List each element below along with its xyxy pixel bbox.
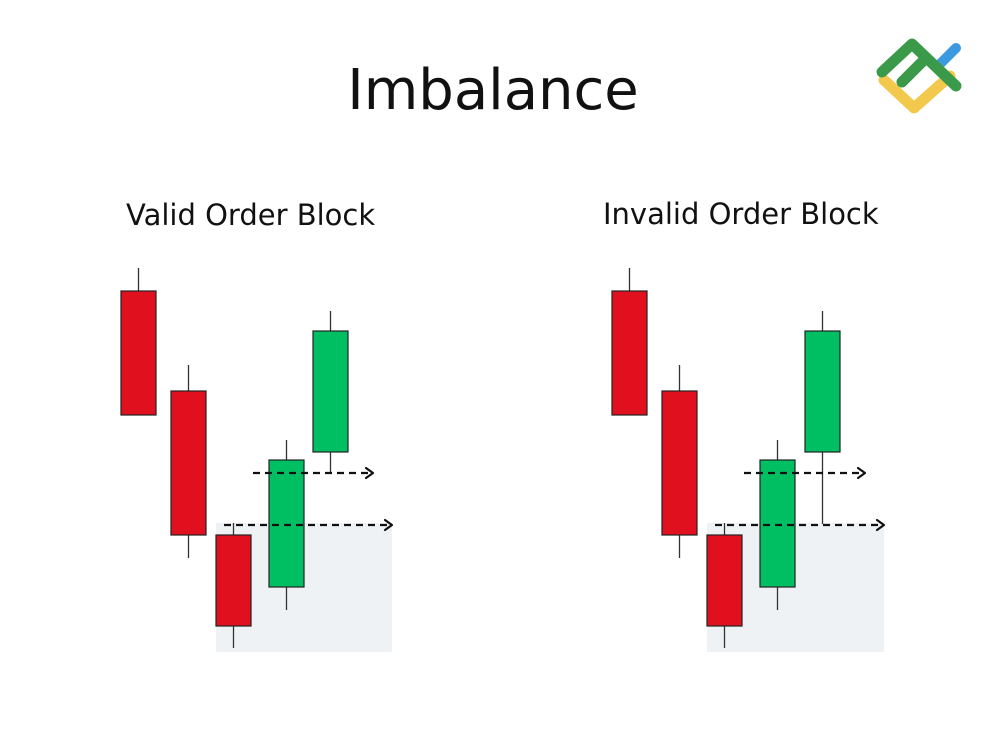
arrow-head-icon (875, 518, 886, 532)
bearish-candle (170, 390, 207, 536)
arrow-head-icon (364, 466, 375, 480)
page-title: Imbalance (347, 58, 639, 123)
bullish-candle (312, 330, 349, 453)
bearish-candle (120, 290, 157, 416)
valid-order-block-title: Valid Order Block (126, 198, 376, 232)
arrow-head-icon (383, 518, 394, 532)
bearish-candle (611, 290, 648, 416)
bullish-candle (804, 330, 841, 453)
invalid-order-block-title: Invalid Order Block (603, 197, 879, 231)
bullish-candle (268, 459, 305, 588)
brand-logo-icon (876, 38, 962, 114)
bearish-candle (215, 534, 252, 627)
arrow-head-icon (856, 466, 867, 480)
bearish-candle (706, 534, 743, 627)
bullish-candle (759, 459, 796, 588)
bearish-candle (661, 390, 698, 536)
